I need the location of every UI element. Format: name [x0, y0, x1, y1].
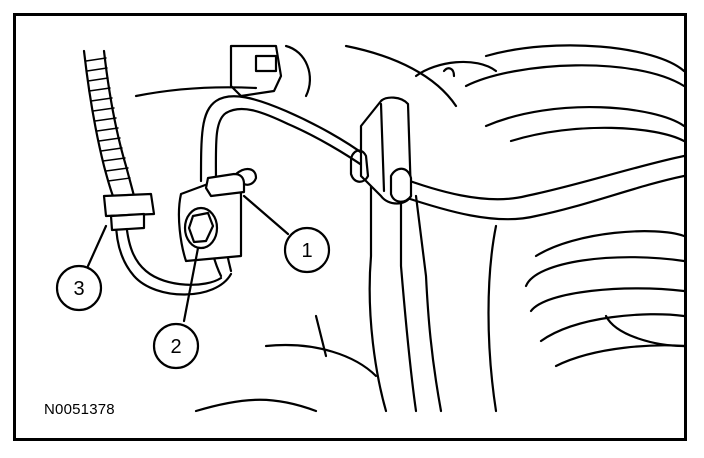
leader-line-3: [86, 224, 108, 268]
strut-member: [194, 184, 498, 413]
callout-2: 2: [152, 322, 200, 370]
callout-3-label: 3: [73, 278, 84, 300]
strut-bracket: [134, 44, 498, 108]
callout-3: 3: [55, 264, 103, 312]
leader-line-1: [242, 194, 290, 236]
leader-line-2: [182, 246, 200, 323]
strut-clamp: [349, 96, 413, 205]
callout-2-label: 2: [170, 336, 181, 358]
diagram-frame: 1 2 3 N0051378: [13, 13, 687, 441]
figure-id: N0051378: [44, 401, 115, 418]
brake-line-illustration: 1 2 3: [55, 44, 684, 413]
flexible-brake-hose: [82, 49, 156, 232]
hard-brake-line: [114, 95, 684, 296]
coil-spring: [464, 44, 684, 368]
callout-1: 1: [283, 226, 331, 274]
bolt-bracket: [177, 178, 243, 263]
callout-1-label: 1: [301, 240, 312, 262]
brake-line-clip: [204, 168, 258, 198]
